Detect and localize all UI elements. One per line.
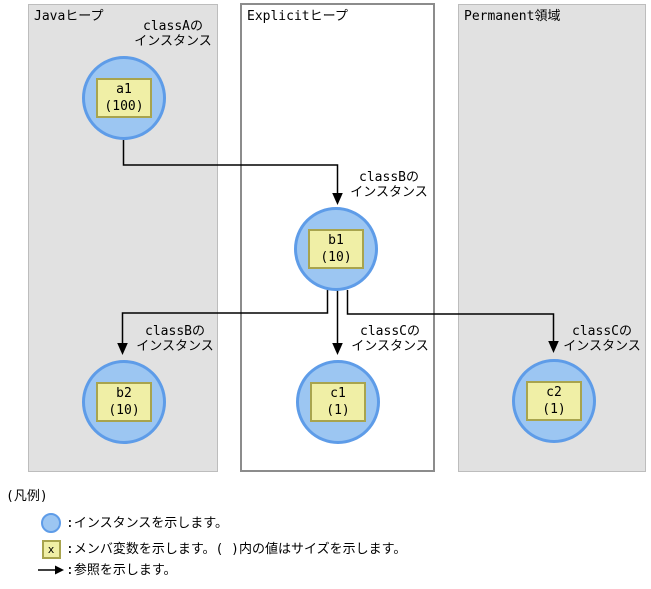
arrow-b1-to-c2: [346, 290, 559, 353]
legend-icon-wrap: [38, 513, 64, 533]
arrow-a1-to-b1: [122, 140, 343, 205]
label-classA-instance: classAの インスタンス: [134, 19, 212, 49]
member-size-c2: (1): [542, 402, 566, 417]
instance-b2: b2 (10): [82, 360, 166, 444]
member-size-b1: (10): [320, 250, 352, 265]
member-box-b1: b1 (10): [308, 229, 364, 269]
legend-icon-wrap: [38, 565, 64, 575]
member-box-b2: b2 (10): [96, 382, 152, 422]
reference-arrow-icon: [38, 565, 64, 575]
member-name-b1: b1: [328, 233, 344, 248]
region-explicit-heap-title: Explicitヒープ: [247, 9, 348, 24]
member-size-a1: (100): [104, 99, 144, 114]
instance-a1: a1 (100): [82, 56, 166, 140]
member-name-c2: c2: [546, 385, 562, 400]
member-size-c1: (1): [326, 403, 350, 418]
label-classB-instance-b1: classBの インスタンス: [350, 170, 428, 200]
legend-item-text: :インスタンスを示します。: [66, 515, 229, 531]
member-box-c1: c1 (1): [310, 382, 366, 422]
instance-b1: b1 (10): [294, 207, 378, 291]
arrow-b1-to-c1: [332, 290, 343, 355]
label-classB-instance-b2: classBの インスタンス: [136, 324, 214, 354]
legend-item-text: :参照を示します。: [66, 562, 177, 578]
instance-c1: c1 (1): [296, 360, 380, 444]
member-name-b2: b2: [116, 386, 132, 401]
legend-icon-wrap: x: [38, 539, 64, 559]
member-box-a1: a1 (100): [96, 78, 152, 118]
region-java-heap-title: Javaヒープ: [34, 9, 104, 24]
legend-item-instance: :インスタンスを示します。: [38, 511, 228, 535]
member-name-c1: c1: [330, 386, 346, 401]
member-name-a1: a1: [116, 82, 132, 97]
instance-c2: c2 (1): [512, 359, 596, 443]
legend-item-text: :メンバ変数を示します。( )内の値はサイズを示します。: [66, 541, 407, 557]
label-classC-instance-c2: classCの インスタンス: [563, 324, 641, 354]
member-variable-icon: x: [41, 539, 61, 559]
region-permanent-area-title: Permanent領域: [464, 9, 561, 24]
arrow-b1-to-b2: [117, 290, 329, 355]
legend-title: (凡例): [6, 489, 48, 504]
label-classC-instance-c1: classCの インスタンス: [351, 324, 429, 354]
member-size-b2: (10): [108, 403, 140, 418]
instance-icon: [41, 513, 61, 533]
member-box-c2: c2 (1): [526, 381, 582, 421]
legend-item-member-variable: x :メンバ変数を示します。( )内の値はサイズを示します。: [38, 538, 406, 560]
legend-item-reference: :参照を示します。: [38, 561, 177, 579]
